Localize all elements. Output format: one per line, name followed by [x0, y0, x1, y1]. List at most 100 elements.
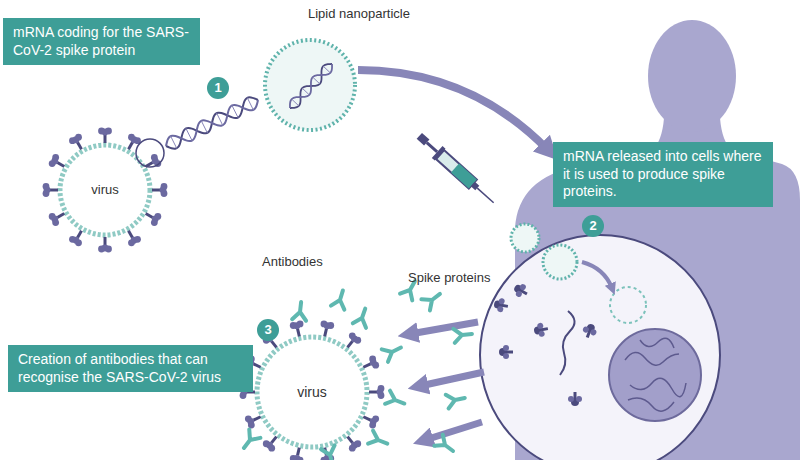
virus-spike	[290, 455, 297, 460]
virus-spike	[372, 362, 379, 369]
illustration-part	[582, 326, 590, 334]
spike-highlight	[136, 139, 164, 167]
output-arrow	[420, 372, 484, 386]
virus-spike	[43, 183, 50, 190]
illustration-part	[590, 328, 598, 336]
nanoparticle-opening	[610, 287, 646, 323]
illustration-part	[538, 330, 545, 337]
virus-spike	[271, 341, 276, 347]
virus-spike	[369, 391, 377, 394]
virus-spike	[263, 440, 270, 447]
virus-spike	[49, 160, 56, 167]
illustration-part	[515, 290, 523, 298]
virus-spike	[161, 183, 168, 190]
antibody	[292, 301, 308, 320]
virus-spike	[327, 322, 334, 329]
illustration-part	[537, 322, 544, 329]
box-text: mRNA released into cells where it is use…	[563, 148, 763, 201]
illustration-part	[382, 341, 404, 362]
injection-arrow	[358, 70, 548, 150]
cell	[480, 235, 720, 460]
antibody	[321, 445, 339, 460]
output-arrow	[410, 322, 478, 334]
virus-spike	[154, 213, 161, 220]
antibodies	[238, 278, 472, 460]
virus-spike	[75, 134, 82, 141]
illustration-part	[385, 391, 407, 410]
illustration-part	[503, 353, 509, 359]
mrna-strand	[166, 100, 258, 146]
box-text: mRNA coding for the SARS-CoV-2 spike pro…	[13, 24, 190, 59]
virus-spike	[253, 417, 260, 420]
antibody	[238, 429, 260, 452]
illustration-part	[568, 396, 574, 402]
chromatin	[625, 338, 686, 411]
callout-number: 1	[214, 80, 221, 96]
antibody	[385, 391, 407, 410]
virus-spike	[105, 246, 112, 253]
mrna-rung	[292, 99, 299, 106]
spike-protein	[511, 281, 530, 300]
output-arrow	[425, 422, 482, 440]
box-text: Creation of antibodies that can recognis…	[18, 351, 243, 386]
virus-label: virus	[297, 384, 327, 401]
mrna-rung	[232, 105, 238, 118]
virus-membrane	[257, 337, 367, 447]
virus-spike	[57, 163, 64, 167]
antibody	[368, 431, 390, 451]
syringe	[414, 130, 499, 209]
virus-spike	[369, 356, 376, 363]
antibody	[434, 435, 457, 457]
mrna-rung	[201, 121, 207, 134]
mrna-in-cell	[560, 311, 575, 375]
antibody	[421, 288, 444, 310]
illustration-part	[321, 445, 339, 460]
spike-protein	[499, 345, 513, 359]
virus-spike	[104, 237, 107, 245]
virus-spike	[325, 329, 327, 337]
virus-spike	[75, 239, 82, 246]
callout-number: 2	[589, 218, 596, 234]
illustration-part	[421, 288, 444, 310]
mrna-strand	[166, 97, 258, 148]
virus-spike	[245, 415, 252, 422]
virus-spike	[161, 190, 168, 197]
lipid-nanoparticle	[265, 40, 355, 130]
part-label: Lipid nanoparticle	[308, 6, 410, 22]
virus-spike	[98, 128, 105, 135]
virus-label: virus	[91, 182, 118, 198]
virus-spike	[321, 457, 328, 460]
mrna-rung	[186, 128, 192, 141]
virus-spike	[369, 422, 376, 429]
callout-circle	[207, 77, 229, 99]
mrna-rung	[302, 88, 309, 95]
virus-spike	[69, 137, 76, 144]
illustration-part	[353, 306, 372, 328]
virus-spike	[104, 135, 107, 143]
callout-circle	[582, 215, 604, 237]
spike-protein	[568, 392, 582, 406]
virus-top	[43, 128, 168, 253]
entry-arrow	[582, 262, 612, 288]
virus-spike	[78, 231, 82, 238]
spike-protein	[493, 297, 509, 313]
spike-proteins	[493, 281, 599, 406]
illustration-part	[426, 141, 438, 153]
illustration-part	[576, 396, 582, 402]
virus-spike	[129, 142, 133, 149]
illustration-part	[497, 306, 504, 313]
virus-spike	[354, 337, 361, 344]
illustration-part	[446, 391, 466, 408]
virus-spike	[348, 341, 353, 347]
mrna-strand	[166, 97, 258, 148]
virus-spike	[354, 440, 361, 447]
mrna-rung	[247, 98, 253, 111]
caption-box: mRNA coding for the SARS-CoV-2 spike pro…	[3, 18, 200, 65]
virus-spike	[57, 214, 64, 218]
illustration-part	[238, 429, 260, 452]
virus-spike	[78, 142, 82, 149]
virus-spike	[378, 385, 385, 392]
virus-spike	[134, 236, 141, 243]
virus-spike	[271, 437, 276, 443]
